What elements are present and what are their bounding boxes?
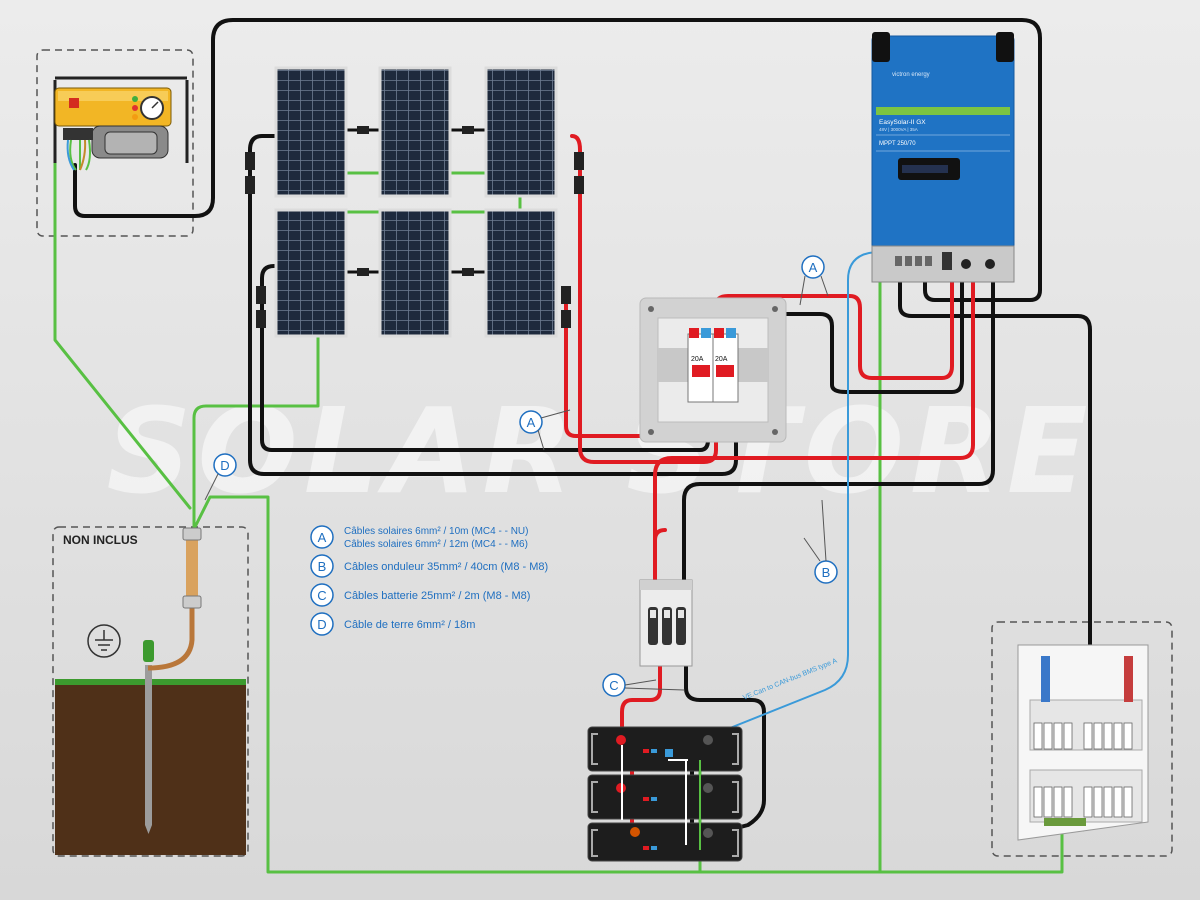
dc-fuse-box (639, 579, 693, 667)
legend-b-line-1: Câbles onduleur 35mm² / 40cm (M8 - M8) (344, 561, 548, 573)
legend-a-line-2: Câbles solaires 6mm² / 12m (MC4 - - M6) (344, 539, 528, 550)
panel-box (991, 621, 1173, 857)
solar-panel (274, 208, 348, 338)
battery-module (587, 774, 743, 820)
svg-text:A: A (527, 415, 536, 430)
comm-wire (694, 251, 881, 743)
inverter-spec: 48V | 3000VA | 35A (879, 127, 918, 132)
svg-text:B: B (318, 559, 327, 574)
solar-array (245, 66, 584, 338)
solar-panel (484, 66, 558, 198)
svg-text:D: D (317, 617, 326, 632)
callout-b: B (803, 499, 838, 584)
pv-breaker-rating-2: 20A (715, 356, 728, 363)
legend: A Câbles solaires 6mm² / 10m (MC4 - - NU… (310, 525, 548, 636)
svg-text:D: D (220, 458, 229, 473)
svg-text:B: B (822, 565, 831, 580)
inverter-mppt: MPPT 250/70 (879, 141, 916, 147)
pv-breaker-rating-1: 20A (691, 356, 704, 363)
distribution-panel (1017, 644, 1149, 841)
callout-a-top: A (799, 255, 829, 306)
inverter-model: EasySolar-II GX (879, 119, 926, 126)
battery-stack (587, 726, 743, 862)
legend-d-line-1: Câble de terre 6mm² / 18m (344, 619, 475, 631)
svg-text:C: C (609, 678, 618, 693)
callout-c: C (602, 673, 685, 697)
legend-item-d: D Câble de terre 6mm² / 18m (310, 612, 475, 636)
inverter: victron energy EasySolar-II GX 48V | 300… (871, 32, 1015, 283)
callout-d: D (204, 453, 237, 501)
ground-box (52, 526, 249, 857)
svg-text:A: A (318, 530, 327, 545)
legend-c-line-1: Câbles batterie 25mm² / 2m (M8 - M8) (344, 590, 530, 602)
svg-text:C: C (317, 588, 326, 603)
generator-box (36, 49, 194, 237)
positive-wires (564, 134, 975, 837)
inverter-brand: victron energy (892, 72, 930, 78)
non-inclus-label: NON INCLUS (63, 533, 138, 547)
callouts: A A B C D (204, 255, 838, 697)
solar-panel (378, 66, 452, 198)
solar-panel (484, 208, 558, 338)
legend-item-a: A Câbles solaires 6mm² / 10m (MC4 - - NU… (310, 525, 528, 550)
ground-symbol-icon (87, 624, 121, 658)
callout-a-bottom: A (519, 409, 571, 451)
battery-module (587, 822, 743, 862)
pv-breaker-box: 20A 20A (639, 297, 787, 443)
legend-item-c: C Câbles batterie 25mm² / 2m (M8 - M8) (310, 583, 530, 607)
svg-text:A: A (809, 260, 818, 275)
solar-panel (378, 208, 452, 338)
solar-panel (274, 66, 348, 198)
battery-module (587, 726, 743, 772)
legend-item-b: B Câbles onduleur 35mm² / 40cm (M8 - M8) (310, 554, 548, 578)
ground-rod-assembly (55, 527, 246, 855)
legend-a-line-1: Câbles solaires 6mm² / 10m (MC4 - - NU) (344, 526, 528, 537)
generator (53, 76, 189, 171)
